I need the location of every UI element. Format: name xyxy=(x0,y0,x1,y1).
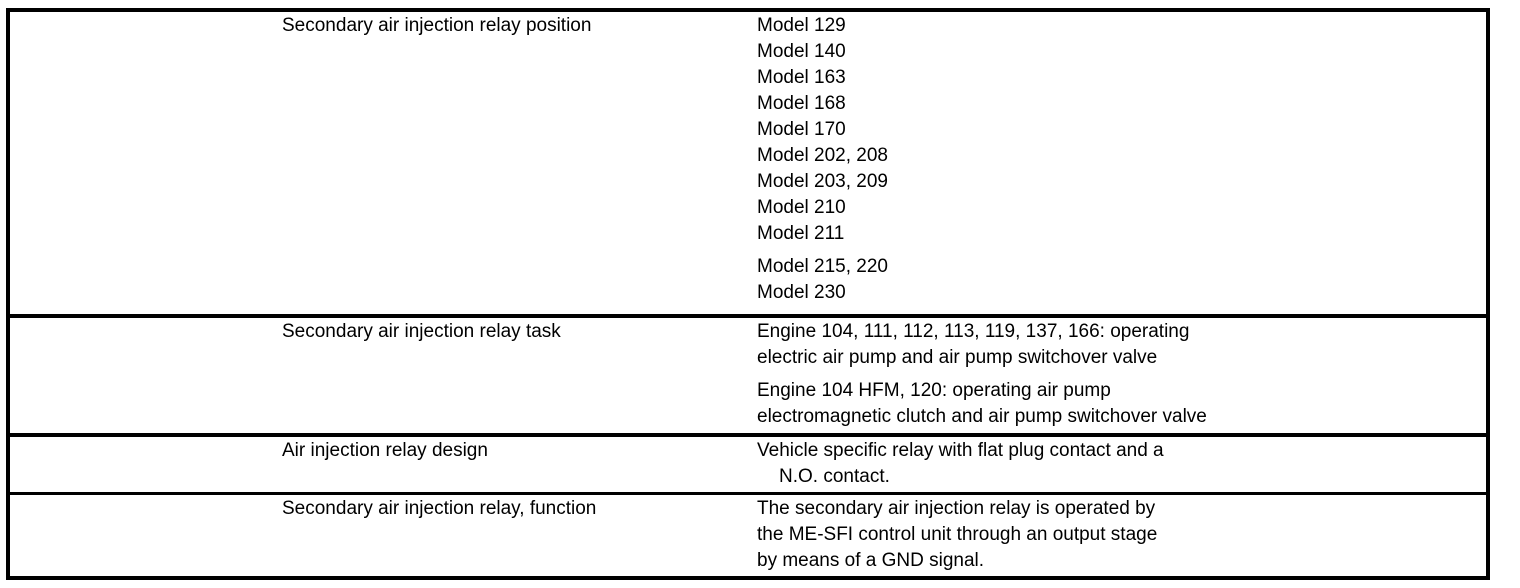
row-notes-cell xyxy=(1222,435,1488,495)
row-value-cell: Engine 104, 111, 112, 113, 119, 137, 166… xyxy=(752,316,1222,438)
row-spacer-text xyxy=(10,495,277,577)
model-list-item: Model 203, 209 xyxy=(757,171,888,192)
table-row: Secondary air injection relay, function … xyxy=(8,493,1488,578)
function-line: The secondary air injection relay is ope… xyxy=(757,497,1156,519)
row-notes-text xyxy=(1222,495,1486,577)
model-list-item: Model 140 xyxy=(757,41,846,62)
specification-table: Secondary air injection relay position M… xyxy=(6,8,1490,580)
row-label-cell: Air injection relay design xyxy=(277,435,752,495)
row-spacer-cell xyxy=(8,10,277,319)
row-label-text: Secondary air injection relay position xyxy=(282,15,592,36)
row-spacer-cell xyxy=(8,493,277,578)
row-value-cell: The secondary air injection relay is ope… xyxy=(752,493,1222,578)
table-row: Air injection relay design Vehicle speci… xyxy=(8,435,1488,495)
row-notes-text xyxy=(1222,318,1486,434)
row-notes-cell xyxy=(1222,493,1488,578)
design-line-indented: N.O. contact. xyxy=(779,466,890,488)
function-line: the ME-SFI control unit through an outpu… xyxy=(757,523,1158,545)
task-paragraph: Engine 104, 111, 112, 113, 119, 137, 166… xyxy=(757,321,1190,369)
model-list-item: Model 215, 220 xyxy=(757,256,888,277)
row-label-text: Secondary air injection relay, function xyxy=(282,497,597,519)
model-list-item: Model 170 xyxy=(757,119,846,140)
task-description: Engine 104, 111, 112, 113, 119, 137, 166… xyxy=(757,319,1222,430)
row-notes-text xyxy=(1222,437,1486,493)
row-label-cell: Secondary air injection relay position xyxy=(277,10,752,319)
row-notes-cell xyxy=(1222,10,1488,319)
row-value-cell: Model 129 Model 140 Model 163 Model 168 … xyxy=(752,10,1222,319)
row-spacer-cell xyxy=(8,316,277,438)
function-description: The secondary air injection relay is ope… xyxy=(757,496,1222,574)
row-value-cell: Vehicle specific relay with flat plug co… xyxy=(752,435,1222,495)
model-list-item: Model 202, 208 xyxy=(757,145,888,166)
model-list-item: Model 168 xyxy=(757,93,846,114)
design-description: Vehicle specific relay with flat plug co… xyxy=(757,438,1222,490)
design-line: Vehicle specific relay with flat plug co… xyxy=(757,440,1164,462)
model-list-item: Model 163 xyxy=(757,67,846,88)
model-list: Model 129 Model 140 Model 163 Model 168 … xyxy=(757,13,1222,306)
row-notes-text xyxy=(1222,12,1486,315)
table-body: Secondary air injection relay position M… xyxy=(8,10,1488,578)
model-list-item: Model 211 xyxy=(757,223,845,244)
row-spacer-text xyxy=(10,12,277,315)
row-spacer-cell xyxy=(8,435,277,495)
row-label-cell: Secondary air injection relay task xyxy=(277,316,752,438)
row-spacer-text xyxy=(10,318,277,434)
model-list-item: Model 210 xyxy=(757,197,846,218)
row-spacer-text xyxy=(10,437,277,493)
row-label-cell: Secondary air injection relay, function xyxy=(277,493,752,578)
model-list-item: Model 129 xyxy=(757,15,846,36)
function-line: by means of a GND signal. xyxy=(757,549,985,571)
row-label-text: Secondary air injection relay task xyxy=(282,321,561,343)
table-row: Secondary air injection relay task Engin… xyxy=(8,316,1488,438)
row-notes-cell xyxy=(1222,316,1488,438)
row-label-text: Air injection relay design xyxy=(282,440,488,462)
model-list-item: Model 230 xyxy=(757,282,846,303)
task-paragraph: Engine 104 HFM, 120: operating air pump … xyxy=(757,380,1207,428)
table-row: Secondary air injection relay position M… xyxy=(8,10,1488,319)
